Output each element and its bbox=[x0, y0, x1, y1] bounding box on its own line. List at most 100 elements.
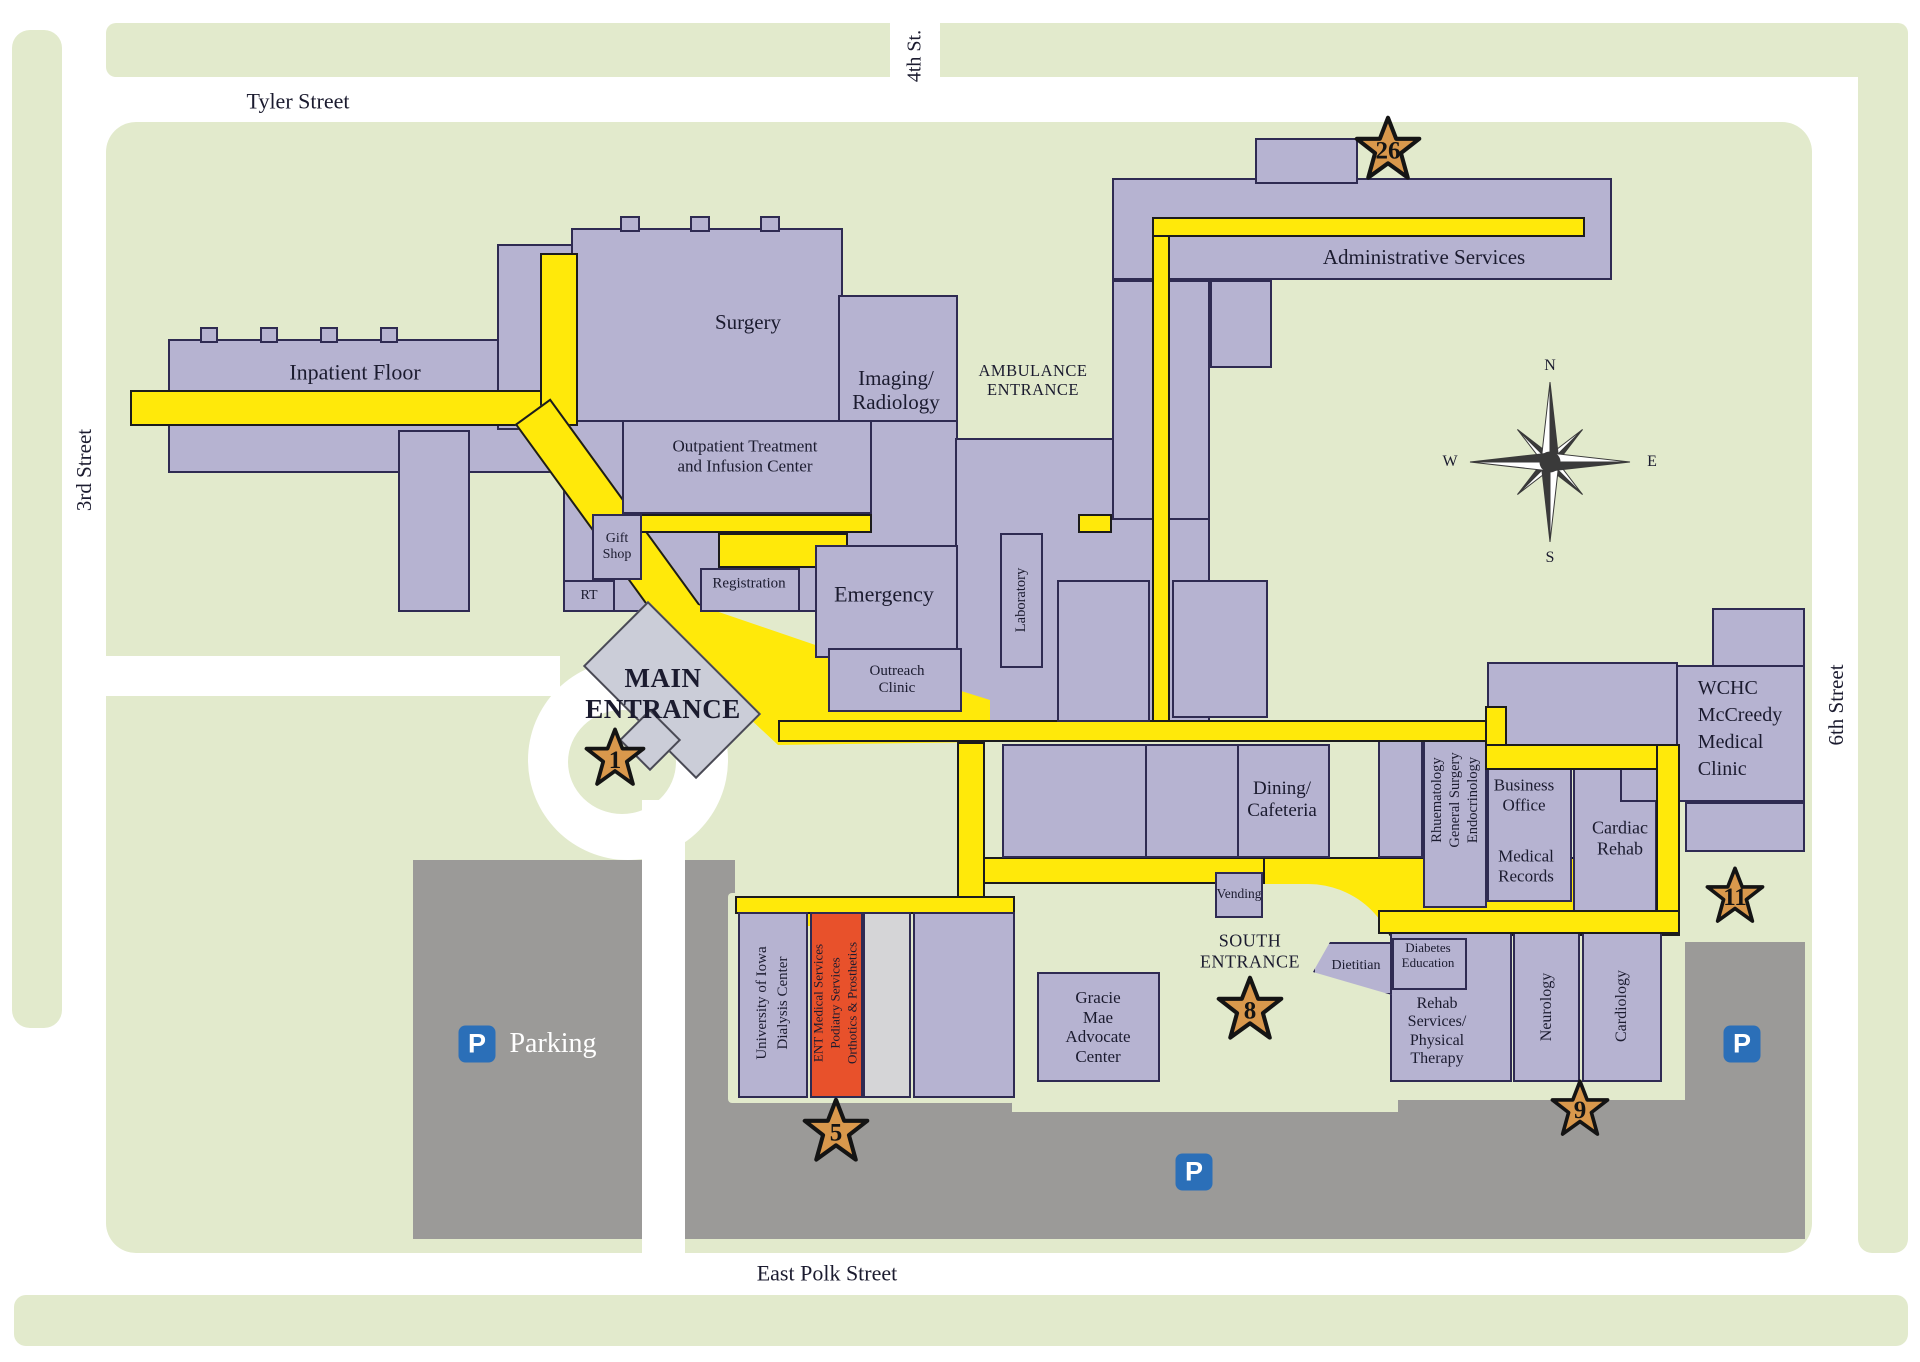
parking-icon-west: P bbox=[458, 1025, 496, 1063]
south-parking-lot bbox=[728, 1100, 1805, 1239]
cardiology-building bbox=[1582, 930, 1662, 1082]
left-green-strip bbox=[12, 30, 62, 1028]
surgery-label: Surgery bbox=[714, 309, 782, 334]
neurology-label: Neurology bbox=[1538, 972, 1555, 1042]
fourth-street-label: 4th St. bbox=[903, 29, 926, 83]
strip-east-room bbox=[913, 912, 1015, 1098]
administrative-label: Administrative Services bbox=[1322, 244, 1526, 269]
gift-shop-label: Gift Shop bbox=[602, 530, 632, 562]
star-8: 8 bbox=[1216, 975, 1284, 1041]
corridor-west bbox=[130, 390, 560, 426]
right-green-strip bbox=[1858, 23, 1908, 1253]
registration-label: Registration bbox=[712, 575, 786, 592]
mid-parking-column bbox=[685, 860, 735, 1239]
vending-label: Vending bbox=[1216, 886, 1262, 902]
bottom-green-strip bbox=[14, 1295, 1908, 1346]
inpatient-bump-3 bbox=[320, 327, 338, 343]
surgery-bump-3 bbox=[760, 216, 780, 232]
parking-icon-east: P bbox=[1723, 1025, 1761, 1063]
star-icon bbox=[584, 727, 646, 786]
corridor-east-step bbox=[1485, 744, 1678, 770]
admin-side-block bbox=[1210, 280, 1272, 368]
wchc-label: WCHC McCreedy Medical Clinic bbox=[1697, 677, 1783, 780]
compass-s: S bbox=[1545, 548, 1555, 566]
cardiology-label: Cardiology bbox=[1613, 970, 1630, 1042]
laboratory-room bbox=[1000, 533, 1043, 668]
star-1: 1 bbox=[584, 727, 646, 787]
dining-label: Dining/ Cafeteria bbox=[1247, 778, 1317, 821]
outpatient-room bbox=[622, 420, 872, 514]
dining-divider-1 bbox=[1145, 744, 1147, 858]
star-icon bbox=[1705, 866, 1765, 923]
gift-shop-room bbox=[592, 514, 642, 580]
business-office-label: Business Office bbox=[1493, 775, 1555, 814]
rheumatology-building bbox=[1423, 735, 1487, 908]
star-icon bbox=[1550, 1079, 1610, 1136]
gracie-mae-building bbox=[1037, 972, 1160, 1082]
south-entrance-label: SOUTH ENTRANCE bbox=[1200, 930, 1300, 971]
inpatient-bump-2 bbox=[260, 327, 278, 343]
dining-building bbox=[1002, 744, 1330, 858]
wchc-building-south bbox=[1685, 802, 1805, 852]
top-green-strip bbox=[106, 23, 1908, 77]
corridor-mid bbox=[615, 514, 872, 533]
fourth-street bbox=[890, 0, 940, 95]
star-11: 11 bbox=[1705, 866, 1765, 924]
university-dialysis-building bbox=[738, 912, 808, 1098]
corridor-jog bbox=[1485, 706, 1507, 748]
strip-gray-room bbox=[863, 912, 911, 1098]
emergency-label: Emergency bbox=[834, 581, 934, 607]
wchc-building-west bbox=[1487, 662, 1678, 752]
imaging-label: Imaging/ Radiology bbox=[852, 365, 940, 414]
star-5: 5 bbox=[802, 1097, 870, 1163]
laboratory-label: Laboratory bbox=[1012, 567, 1029, 633]
rehab-label: Rehab Services/ Physical Therapy bbox=[1407, 995, 1467, 1068]
neurology-building bbox=[1513, 930, 1580, 1082]
tyler-street-label: Tyler Street bbox=[246, 88, 350, 114]
west-drive bbox=[106, 656, 560, 696]
room-b bbox=[1172, 580, 1268, 718]
star-26: 26 bbox=[1354, 115, 1422, 181]
room-a bbox=[1057, 580, 1150, 722]
outreach-room bbox=[828, 648, 962, 712]
rt-label: RT bbox=[580, 587, 598, 603]
inpatient-bump-4 bbox=[380, 327, 398, 343]
parking-label: Parking bbox=[509, 1027, 597, 1059]
star-icon bbox=[1354, 115, 1422, 180]
ent-medical-building bbox=[810, 912, 863, 1098]
outpatient-label: Outpatient Treatment and Infusion Center bbox=[672, 436, 818, 475]
diabetes-room bbox=[1392, 938, 1467, 990]
rheumatology-label: Rhuematology General Surgery Endocrinolo… bbox=[1428, 752, 1482, 848]
corridor-north-stub bbox=[540, 253, 578, 426]
ent-medical-label: ENT Medical Services Podiatry Services O… bbox=[810, 941, 860, 1065]
corridor-east-bottom bbox=[1378, 910, 1680, 934]
rt-room bbox=[563, 580, 615, 612]
inpatient-label: Inpatient Floor bbox=[289, 359, 421, 385]
surgery-bump-1 bbox=[620, 216, 640, 232]
diabetes-label: Diabetes Education bbox=[1401, 940, 1455, 970]
compass-w: W bbox=[1442, 452, 1458, 470]
outreach-label: Outreach Clinic bbox=[869, 662, 925, 696]
star-icon bbox=[802, 1097, 870, 1162]
room-west-of-rheumatology bbox=[1378, 740, 1423, 858]
compass-rose-icon bbox=[1469, 381, 1631, 543]
compass-n: N bbox=[1544, 356, 1556, 374]
vending-room bbox=[1215, 872, 1263, 918]
star-icon bbox=[1216, 975, 1284, 1040]
business-office-building bbox=[1487, 752, 1572, 902]
admin-top-bump bbox=[1255, 138, 1358, 184]
university-dialysis-label: University of Iowa Dialysis Center bbox=[754, 946, 791, 1060]
dining-divider-2 bbox=[1237, 744, 1239, 858]
third-street-label: 3rd Street bbox=[71, 428, 96, 512]
star-9: 9 bbox=[1550, 1079, 1610, 1137]
medical-records-label: Medical Records bbox=[1498, 846, 1554, 885]
corridor-east-vertical bbox=[1656, 744, 1680, 934]
southwest-wing bbox=[398, 430, 470, 612]
registration-room bbox=[700, 568, 800, 612]
dietitian-label: Dietitian bbox=[1331, 957, 1381, 973]
corridor-long-east bbox=[778, 720, 1492, 742]
south-driveway bbox=[642, 800, 685, 1295]
corridor-mid-east bbox=[1078, 514, 1112, 533]
cardiac-rehab-label: Cardiac Rehab bbox=[1592, 817, 1648, 858]
